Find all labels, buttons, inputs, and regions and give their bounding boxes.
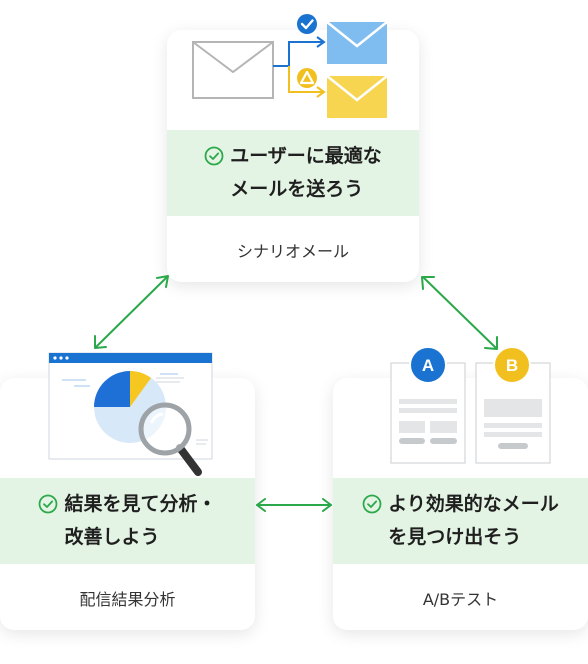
envelope-icon [326,21,388,64]
analysis-label: 配信結果分析 [79,590,176,609]
check-circle-icon [204,146,224,166]
analysis-report-illustration [48,352,213,476]
scenario-headline-box: ユーザーに最適な メールを送ろう [167,130,419,216]
warning-badge-icon [297,68,317,88]
magnifier-icon [138,402,202,476]
ab-test-label: A/Bテスト [422,590,499,609]
ab-test-headline-line2: を見つけ出そう [388,526,522,548]
analysis-headline-line1: 結果を見て分析・ [64,493,217,515]
variant-a-letter: A [422,356,434,375]
variant-b-letter: B [506,356,518,375]
envelope-icon [326,75,388,118]
scenario-headline-line2: メールを送ろう [230,178,364,200]
analysis-headline-box: 結果を見て分析・ 改善しよう [0,478,255,564]
scenario-label: シナリオメール [236,242,349,261]
check-badge-icon [297,14,317,34]
scenario-headline-line1: ユーザーに最適な [230,145,382,167]
variant-b-badge: B [493,346,531,384]
ab-test-headline-line1: より効果的なメール [388,493,559,515]
ab-variants-illustration: A B [390,346,551,464]
check-circle-icon [362,494,382,514]
envelope-icon [192,41,274,99]
variant-a-badge: A [409,346,447,384]
scenario-mail-card: ユーザーに最適な メールを送ろう シナリオメール [167,30,419,282]
scenario-flow-illustration [192,14,388,118]
check-circle-icon [39,494,58,514]
ab-test-headline-box: より効果的なメール を見つけ出そう [333,478,588,564]
analysis-headline-line2: 改善しよう [64,526,160,548]
